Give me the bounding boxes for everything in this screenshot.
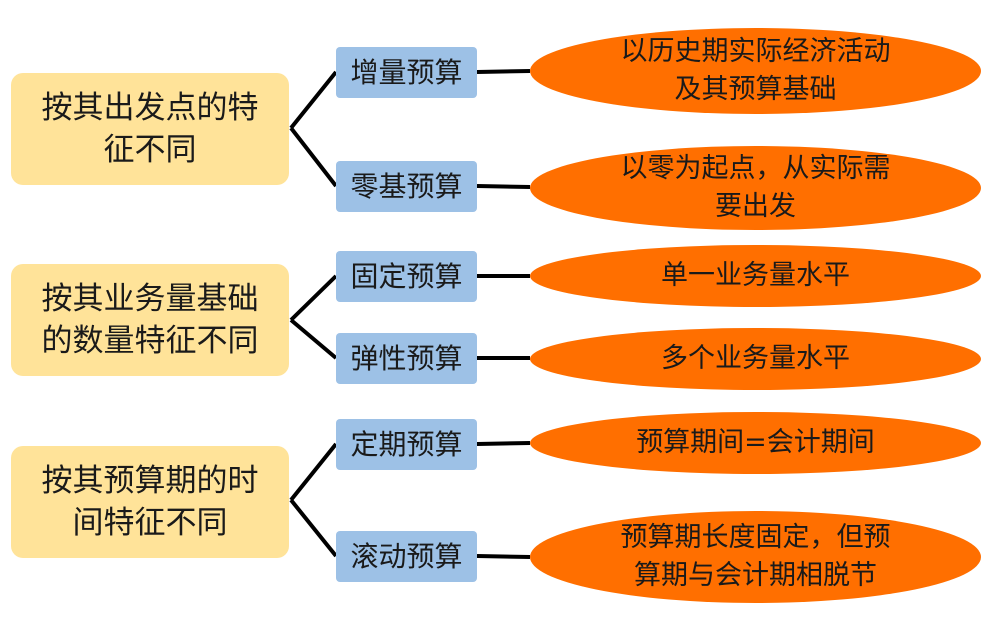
budget-type-zero-based: 零基预算 xyxy=(336,161,477,212)
bracket-connector xyxy=(289,442,338,558)
type-to-description-line xyxy=(476,184,531,189)
type-to-description-line xyxy=(476,441,531,446)
description-ellipse-periodic: 预算期间=会计期间 xyxy=(530,412,981,474)
budget-type-periodic: 定期预算 xyxy=(336,419,477,470)
budget-type-fixed: 固定预算 xyxy=(336,251,477,302)
description-ellipse-flexible: 多个业务量水平 xyxy=(530,328,981,390)
type-to-description-line xyxy=(476,554,531,559)
type-to-description-line xyxy=(476,69,531,74)
budget-type-rolling: 滚动预算 xyxy=(336,531,477,582)
description-ellipse-rolling: 预算期长度固定，但预 算期与会计期相脱节 xyxy=(530,511,981,603)
description-ellipse-zero-based: 以零为起点，从实际需 要出发 xyxy=(530,146,981,230)
description-ellipse-fixed: 单一业务量水平 xyxy=(530,245,981,307)
category-box-volume-basis: 按其业务量基础 的数量特征不同 xyxy=(11,264,289,376)
category-box-starting-point: 按其出发点的特 征不同 xyxy=(11,73,289,185)
bracket-connector xyxy=(289,274,338,360)
budget-type-incremental: 增量预算 xyxy=(336,47,477,98)
budget-type-flexible: 弹性预算 xyxy=(336,333,477,384)
description-ellipse-incremental: 以历史期实际经济活动 及其预算基础 xyxy=(530,28,981,114)
category-box-time-feature: 按其预算期的时 间特征不同 xyxy=(11,446,289,558)
bracket-connector xyxy=(289,70,338,188)
